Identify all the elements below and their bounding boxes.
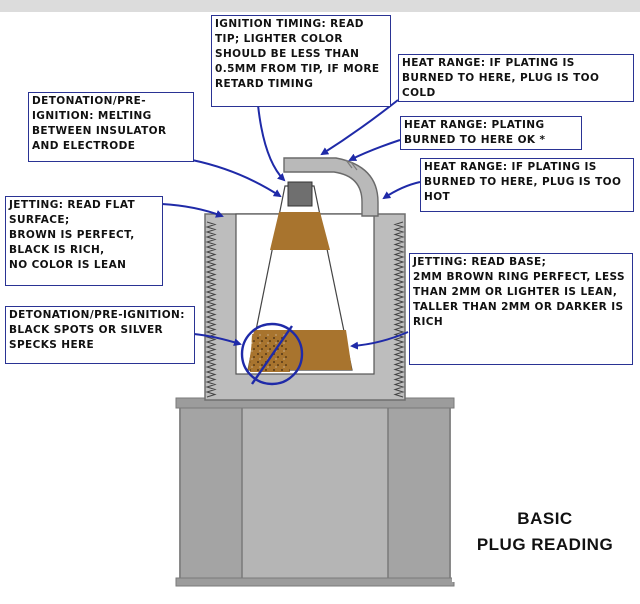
arrow-heat-ok bbox=[348, 139, 401, 161]
arrow-detonation-top bbox=[191, 159, 282, 198]
arrow-detonation-bottom bbox=[193, 333, 242, 347]
top-band bbox=[0, 0, 640, 12]
diagram-title: BASIC PLUG READING bbox=[452, 482, 638, 582]
detonation-black-spots-note: DETONATION/PRE-IGNITION: BLACK SPOTS OR … bbox=[5, 306, 195, 364]
arrow-jetting-base bbox=[350, 331, 409, 350]
heat-range-too-hot-note: HEAT RANGE: IF PLATING IS BURNED TO HERE… bbox=[420, 158, 634, 212]
heat-range-ok-note: HEAT RANGE: PLATING BURNED TO HERE OK * bbox=[400, 116, 582, 150]
detonation-melting-note: DETONATION/PRE-IGNITION: MELTING BETWEEN… bbox=[28, 92, 194, 162]
ground-electrode bbox=[283, 157, 379, 217]
speckle-zone bbox=[240, 322, 304, 386]
arrow-jetting-flat bbox=[161, 203, 224, 218]
arrow-ignition-timing bbox=[257, 104, 286, 182]
hex-nut bbox=[175, 397, 455, 587]
ignition-timing-note: IGNITION TIMING: READ TIP; LIGHTER COLOR… bbox=[211, 15, 391, 107]
title-line-2: PLUG READING bbox=[476, 535, 614, 554]
jetting-flat-surface-note: JETTING: READ FLAT SURFACE; BROWN IS PER… bbox=[5, 196, 163, 286]
title-line-1: BASIC bbox=[517, 509, 573, 528]
arrow-heat-cold bbox=[320, 99, 399, 156]
jetting-base-note: JETTING: READ BASE; 2MM BROWN RING PERFE… bbox=[409, 253, 633, 365]
heat-range-too-cold-note: HEAT RANGE: IF PLATING IS BURNED TO HERE… bbox=[398, 54, 634, 102]
arrow-heat-hot bbox=[382, 181, 421, 200]
center-electrode bbox=[287, 181, 313, 207]
tip-deposit bbox=[270, 212, 330, 250]
